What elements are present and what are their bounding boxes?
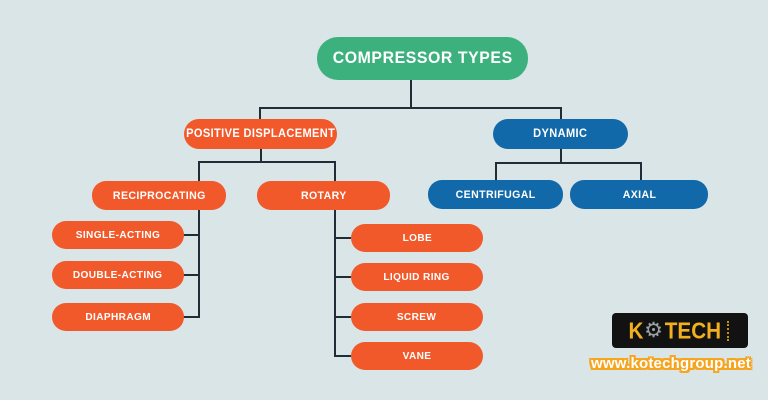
logo-letters-tech: TECH bbox=[664, 316, 722, 344]
connector-line bbox=[560, 108, 562, 120]
connector-line bbox=[259, 108, 261, 120]
node-liquid-ring: LIQUID RING bbox=[351, 263, 483, 291]
node-label: DYNAMIC bbox=[533, 128, 588, 140]
node-reciprocating: RECIPROCATING bbox=[92, 181, 226, 210]
node-vane: VANE bbox=[351, 342, 483, 370]
connector-line bbox=[495, 162, 642, 164]
node-label: DIAPHRAGM bbox=[85, 311, 151, 323]
node-double-acting: DOUBLE-ACTING bbox=[52, 261, 184, 289]
node-positive-displacement: POSITIVE DISPLACEMENT bbox=[184, 119, 337, 149]
node-label: POSITIVE DISPLACEMENT bbox=[185, 128, 336, 140]
connector-line bbox=[334, 276, 351, 278]
node-centrifugal: CENTRIFUGAL bbox=[428, 180, 563, 209]
logo-letter-k: K bbox=[628, 316, 644, 344]
connector-line bbox=[334, 237, 351, 239]
connector-line bbox=[560, 149, 562, 163]
connector-line bbox=[183, 274, 200, 276]
website-url: www.kotechgroup.net bbox=[591, 354, 751, 372]
connector-line bbox=[334, 162, 336, 182]
node-single-acting: SINGLE-ACTING bbox=[52, 221, 184, 249]
connector-line bbox=[198, 210, 200, 318]
connector-line bbox=[334, 316, 351, 318]
node-diaphragm: DIAPHRAGM bbox=[52, 303, 184, 331]
connector-line bbox=[198, 162, 200, 182]
node-dynamic: DYNAMIC bbox=[493, 119, 628, 149]
connector-line bbox=[334, 355, 351, 357]
connector-line bbox=[198, 161, 336, 163]
connector-line bbox=[334, 210, 336, 357]
connector-line bbox=[259, 107, 562, 109]
connector-line bbox=[495, 163, 497, 181]
node-compressor-types: COMPRESSOR TYPES bbox=[317, 37, 528, 80]
connector-line bbox=[183, 234, 200, 236]
gear-icon: ⚙ bbox=[644, 318, 663, 342]
node-label: VANE bbox=[402, 350, 432, 362]
node-label: CENTRIFUGAL bbox=[455, 188, 536, 201]
connector-line bbox=[640, 163, 642, 181]
node-lobe: LOBE bbox=[351, 224, 483, 252]
kotech-logo: K ⚙ TECH bbox=[612, 313, 748, 348]
node-axial: AXIAL bbox=[570, 180, 708, 209]
node-label: ROTARY bbox=[300, 189, 347, 202]
node-label: DOUBLE-ACTING bbox=[73, 269, 163, 281]
connector-line bbox=[410, 80, 412, 108]
node-label: RECIPROCATING bbox=[112, 189, 206, 202]
node-label: AXIAL bbox=[622, 188, 656, 201]
node-label: LIQUID RING bbox=[383, 271, 451, 283]
node-label: SINGLE-ACTING bbox=[75, 229, 161, 241]
node-label: COMPRESSOR TYPES bbox=[332, 49, 513, 67]
node-screw: SCREW bbox=[351, 303, 483, 331]
connector-line bbox=[183, 316, 200, 318]
connector-line bbox=[260, 149, 262, 162]
node-label: SCREW bbox=[397, 311, 437, 323]
logo-side-text bbox=[726, 320, 732, 341]
node-label: LOBE bbox=[402, 232, 432, 244]
node-rotary: ROTARY bbox=[257, 181, 390, 210]
